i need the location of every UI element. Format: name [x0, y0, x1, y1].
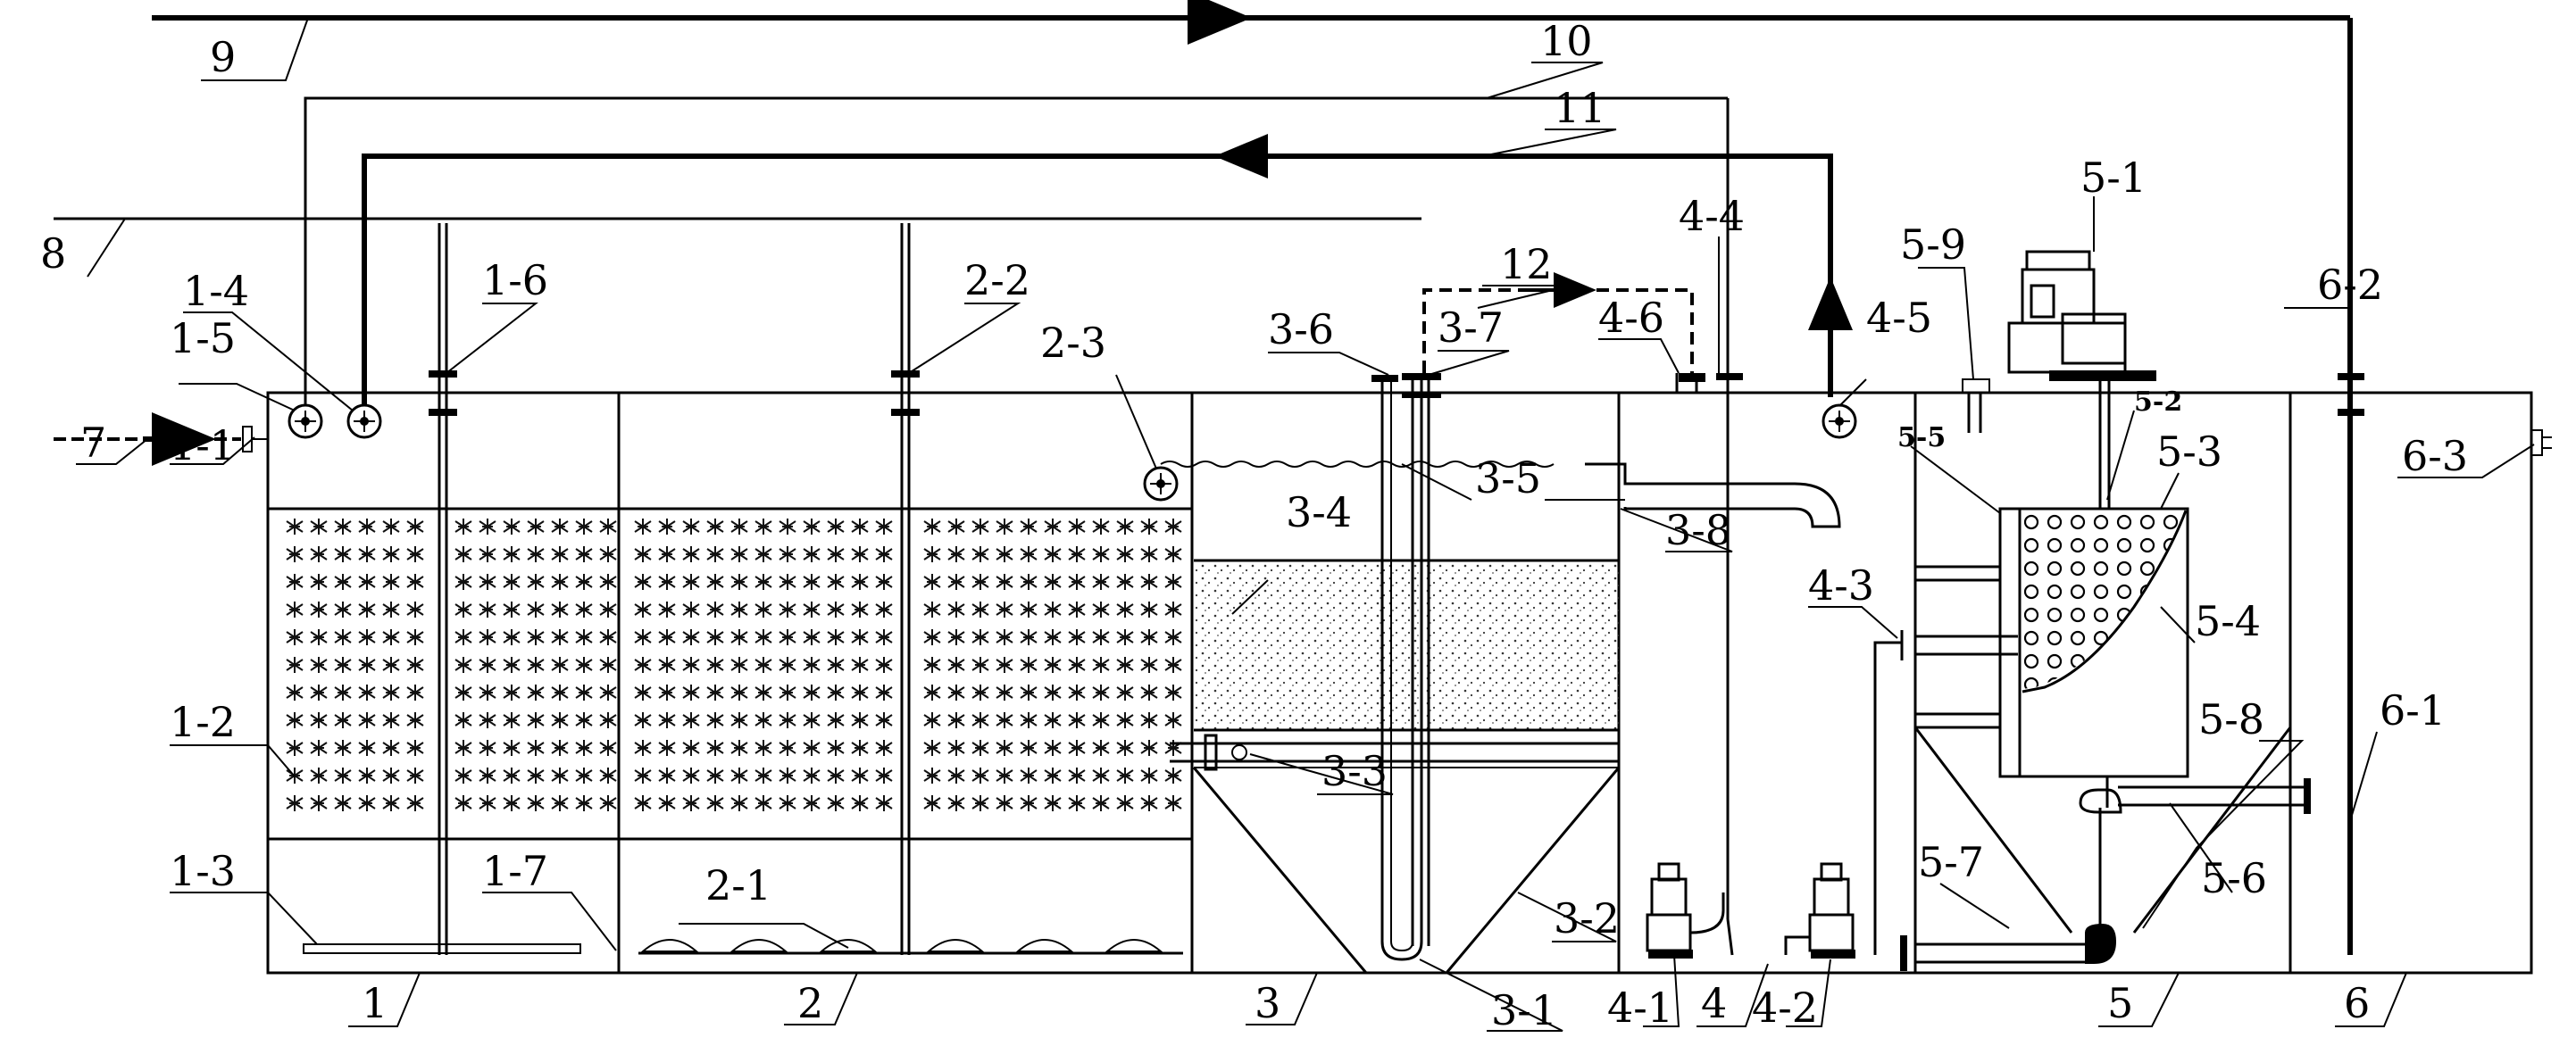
label-3: 3	[1255, 979, 1280, 1027]
disc-aerators-2-1	[638, 939, 1183, 955]
overflow-pipe-3-8	[1585, 462, 1841, 528]
label-5-8: 5-8	[2198, 695, 2264, 743]
label-1-2: 1-2	[170, 698, 236, 746]
label-5-4: 5-4	[2195, 597, 2261, 645]
label-7: 7	[80, 419, 106, 467]
filter-chamber-3	[1160, 461, 1621, 974]
label-6-3: 6-3	[2402, 432, 2468, 480]
leader-lines	[76, 17, 2535, 1032]
valve-1-5	[288, 403, 323, 439]
label-1-1: 1-1	[170, 421, 236, 469]
label-5-7: 5-7	[1918, 838, 1984, 886]
label-2-2: 2-2	[964, 256, 1030, 304]
label-12: 12	[1500, 240, 1553, 288]
valve-2-3	[1143, 466, 1179, 502]
label-8: 8	[40, 229, 66, 278]
label-5-6: 5-6	[2201, 854, 2267, 902]
label-1-3: 1-3	[170, 847, 236, 895]
label-6: 6	[2344, 979, 2370, 1027]
label-3-6: 3-6	[1268, 305, 1334, 353]
label-3-8: 3-8	[1665, 506, 1731, 554]
label-2: 2	[797, 979, 823, 1027]
membrane-chamber-5	[1900, 375, 2311, 971]
label-1: 1	[362, 979, 388, 1027]
label-6-2: 6-2	[2317, 261, 2383, 309]
valve-1-4	[346, 403, 382, 439]
pipe-3-3	[1170, 734, 1619, 771]
label-1-4: 1-4	[183, 267, 249, 315]
line-11	[362, 134, 1853, 406]
aeration-pipe-2-2	[891, 223, 920, 955]
label-4-1: 4-1	[1607, 984, 1673, 1032]
line-10	[304, 96, 1728, 406]
label-3-4: 3-4	[1286, 488, 1352, 536]
flange-4-4	[1716, 373, 1743, 380]
clear-water-chamber-6	[2338, 18, 2552, 955]
label-1-6: 1-6	[482, 256, 548, 304]
label-6-1: 6-1	[2380, 686, 2446, 735]
motor-5-1	[2007, 250, 2156, 381]
label-4-6: 4-6	[1598, 294, 1664, 342]
bio-media-chamber-1	[268, 507, 619, 841]
label-4-2: 4-2	[1752, 984, 1818, 1032]
label-3-5: 3-5	[1475, 454, 1541, 502]
tube-aerator-1-3	[303, 943, 581, 954]
valve-4-5	[1822, 403, 1857, 439]
vent-4-6	[1675, 373, 1698, 393]
label-5-5: 5-5	[1897, 422, 1946, 453]
pump-4-2	[1784, 862, 1855, 959]
probe-5-9	[1962, 378, 1990, 433]
label-4-3: 4-3	[1808, 561, 1874, 610]
label-5-1: 5-1	[2080, 154, 2147, 202]
label-11: 11	[1554, 84, 1606, 132]
label-5-9: 5-9	[1900, 220, 1966, 269]
label-4-4: 4-4	[1679, 192, 1745, 240]
label-5-2: 5-2	[2134, 386, 2182, 418]
label-1-7: 1-7	[482, 847, 548, 895]
label-1-5: 1-5	[170, 314, 236, 362]
label-3-2: 3-2	[1554, 894, 1620, 942]
label-4: 4	[1701, 979, 1727, 1027]
bio-carrier-media-2	[634, 519, 1182, 811]
labels: 1 1-1 1-2 1-3 1-4 1-5 1-6 1-7 2 2-1 2-2 …	[40, 17, 2468, 1034]
bio-media-chamber-2	[619, 507, 1192, 841]
label-3-7: 3-7	[1438, 303, 1504, 352]
pump-chamber-4	[1726, 98, 2018, 956]
label-10: 10	[1540, 17, 1593, 65]
label-3-1: 3-1	[1491, 986, 1557, 1034]
label-2-1: 2-1	[705, 861, 771, 909]
label-4-5: 4-5	[1866, 294, 1932, 342]
pump-4-1	[1646, 862, 1725, 959]
label-5: 5	[2107, 979, 2133, 1027]
label-3-3: 3-3	[1321, 747, 1388, 795]
label-9: 9	[210, 33, 236, 81]
bio-carrier-media-1	[286, 519, 617, 811]
aeration-pipe-1-6	[429, 223, 457, 955]
label-2-3: 2-3	[1040, 319, 1106, 367]
label-5-3: 5-3	[2156, 428, 2222, 476]
